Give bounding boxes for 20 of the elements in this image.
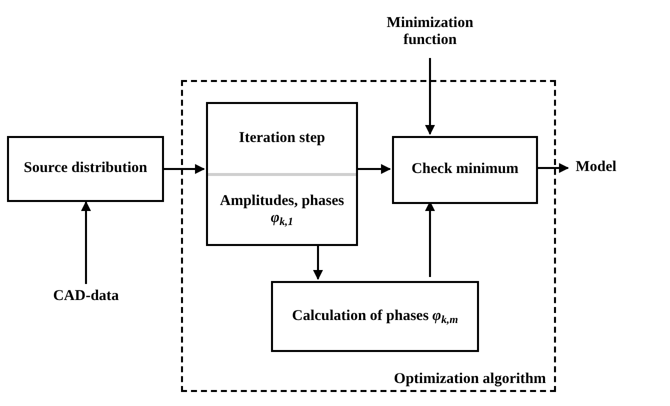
arrow bbox=[425, 58, 435, 135]
box-text: Calculation of phases φ$_{k,m}$ bbox=[292, 308, 458, 326]
process-box bbox=[271, 281, 479, 352]
process-box bbox=[392, 136, 538, 204]
box-text: Check minimum bbox=[411, 161, 519, 179]
label-text: Model bbox=[576, 159, 616, 177]
process-box bbox=[7, 136, 164, 202]
process-box bbox=[206, 102, 358, 246]
arrow bbox=[313, 246, 323, 280]
arrow bbox=[356, 164, 391, 174]
box-text: Source distribution bbox=[24, 160, 148, 178]
arrow bbox=[81, 201, 91, 284]
dashed-group-frame bbox=[181, 80, 556, 392]
label-text: Minimization function bbox=[386, 14, 474, 50]
box-text: Iteration step bbox=[238, 130, 326, 147]
box-text: Amplitudes, phases φ$_{k,1}$ bbox=[218, 192, 346, 227]
group-label: Optimization algorithm bbox=[394, 370, 546, 388]
label-text: CAD-data bbox=[53, 288, 119, 306]
arrow bbox=[536, 163, 569, 173]
arrow bbox=[164, 164, 205, 174]
